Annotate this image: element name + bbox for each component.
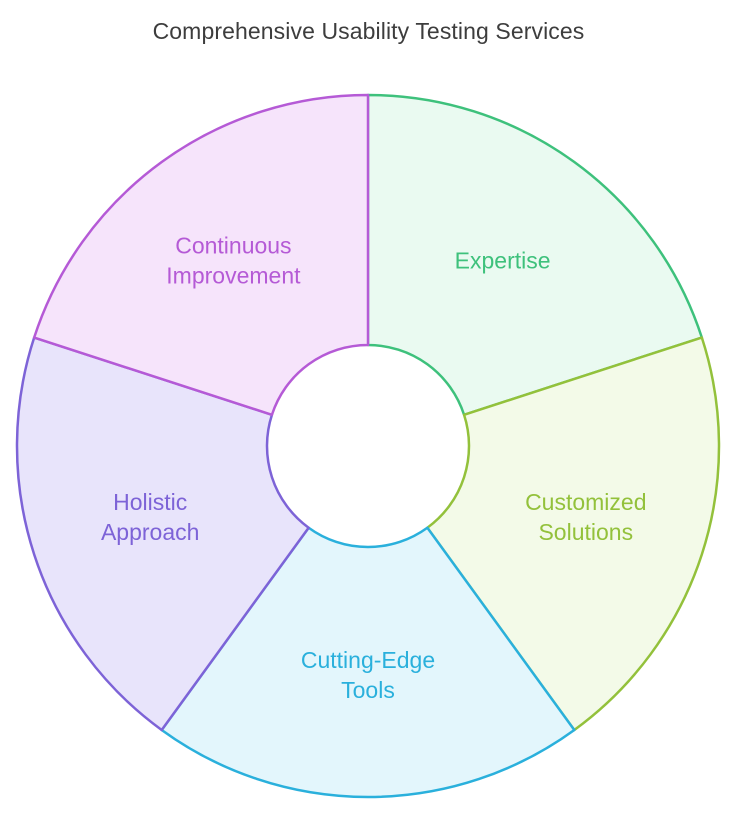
segment-label-line: Customized xyxy=(525,489,646,515)
segment-holistic-approach xyxy=(15,336,310,732)
segment-continuous-improvement xyxy=(32,93,370,417)
segment-label-line: Approach xyxy=(101,519,199,545)
segment-label-line: Solutions xyxy=(538,519,633,545)
diagram-title: Comprehensive Usability Testing Services xyxy=(152,18,585,44)
segment-label-line: Holistic xyxy=(113,489,187,515)
segment-label-line: Continuous xyxy=(175,233,291,259)
segment-label-line: Cutting-Edge xyxy=(301,647,435,673)
segment-label-line: Improvement xyxy=(166,263,301,289)
segment-expertise xyxy=(366,93,704,417)
segment-label-expertise: Expertise xyxy=(455,248,551,274)
segment-label-line: Tools xyxy=(341,677,395,703)
segment-customized-solutions xyxy=(426,336,721,732)
segment-label-line: Expertise xyxy=(455,248,551,274)
segment-cutting-edge-tools xyxy=(160,526,576,799)
